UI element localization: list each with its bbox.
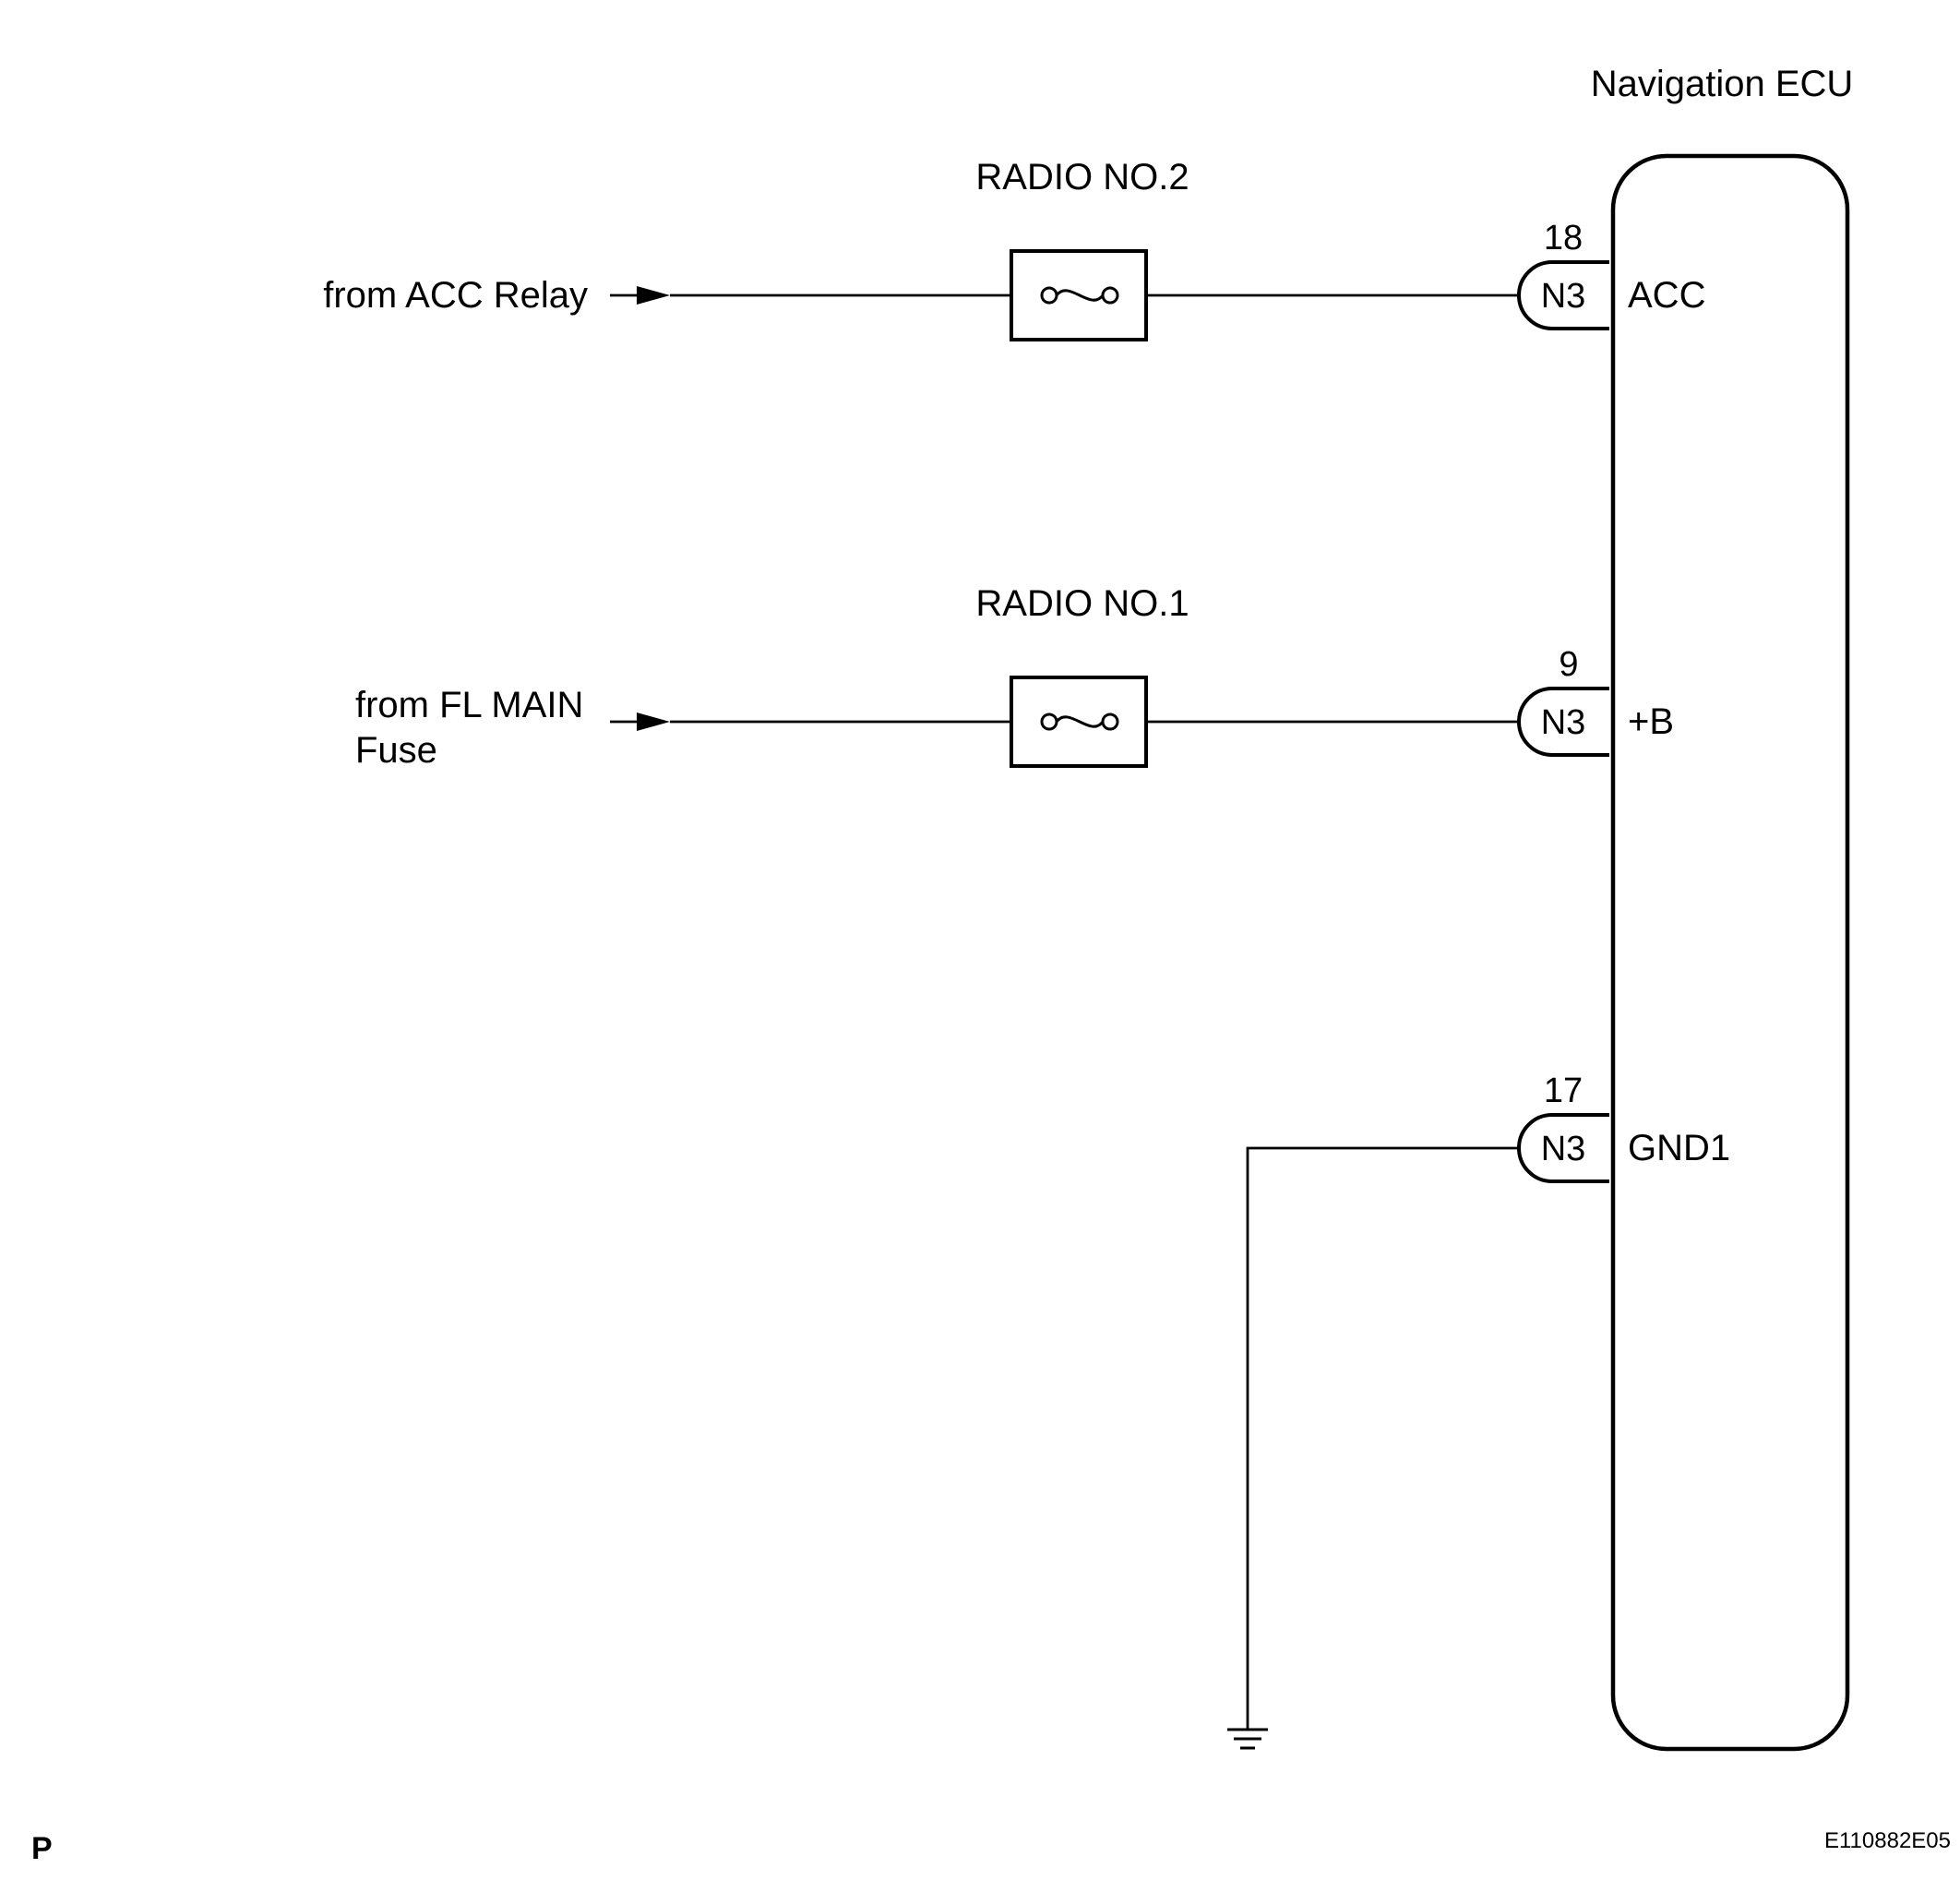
terminal-b: +B xyxy=(1628,701,1674,742)
circuit-ground: 17 N3 GND1 xyxy=(1227,1072,1730,1750)
connector-code-acc: N3 xyxy=(1541,277,1586,316)
fuse-icon xyxy=(1010,676,1148,768)
fuse-label-radio-no1: RADIO NO.1 xyxy=(975,583,1189,624)
terminal-gnd1: GND1 xyxy=(1628,1128,1730,1168)
source-fl-main-line2: Fuse xyxy=(355,730,437,771)
connector-code-b: N3 xyxy=(1541,703,1586,742)
terminal-acc: ACC xyxy=(1628,275,1705,316)
connector-n3-acc xyxy=(1517,260,1609,330)
source-acc-relay: from ACC Relay xyxy=(323,275,588,316)
figure-code: E110882E05 xyxy=(1824,1828,1951,1853)
arrow-icon xyxy=(610,286,670,305)
arrow-icon xyxy=(610,713,670,731)
circuit-acc: from ACC Relay RADIO NO.2 18 N3 ACC xyxy=(323,157,1705,341)
fuse-icon xyxy=(1010,249,1148,341)
pin-number-9: 9 xyxy=(1559,645,1578,684)
connector-n3-b xyxy=(1517,687,1609,757)
corner-mark: P xyxy=(31,1831,53,1866)
ground-icon xyxy=(1227,1728,1268,1750)
source-fl-main-line1: from FL MAIN xyxy=(355,685,583,725)
navigation-ecu: Navigation ECU xyxy=(1591,64,1854,1752)
wire-ground xyxy=(1246,1146,1519,1730)
pin-number-18: 18 xyxy=(1544,219,1583,257)
ecu-title: Navigation ECU xyxy=(1591,64,1854,104)
connector-code-gnd: N3 xyxy=(1541,1130,1586,1168)
pin-number-17: 17 xyxy=(1544,1072,1583,1110)
connector-n3-gnd xyxy=(1517,1113,1609,1183)
fuse-label-radio-no2: RADIO NO.2 xyxy=(975,157,1189,198)
circuit-battery: from FL MAIN Fuse RADIO NO.1 9 N3 +B xyxy=(355,583,1674,771)
ecu-body xyxy=(1610,153,1850,1752)
